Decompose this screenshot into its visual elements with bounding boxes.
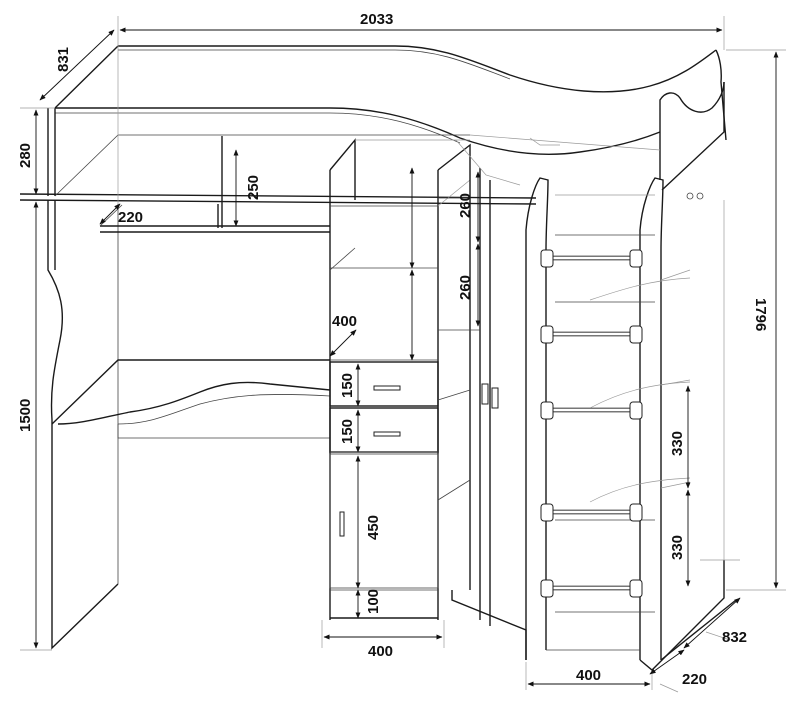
stair-section — [525, 177, 740, 671]
dim-stair-step-depth: 220 — [682, 671, 707, 688]
dimension-lines — [20, 16, 786, 693]
drawer-handle-icon — [373, 431, 401, 437]
wardrobe-handle-icon — [481, 383, 489, 405]
bed-frame — [19, 45, 727, 205]
ladder-rungs — [540, 249, 643, 598]
dimension-labels: 2033 831 280 250 220 1500 1796 400 150 1… — [17, 11, 769, 688]
dim-wardrobe-shelf: 260 — [457, 275, 474, 300]
dim-shelf-depth: 220 — [118, 209, 143, 226]
door-handle-icon — [339, 511, 345, 537]
wardrobe-handle-icon — [491, 387, 499, 409]
dim-door-height: 450 — [365, 515, 382, 540]
dim-total-height: 1796 — [752, 298, 769, 331]
wardrobe-section — [437, 139, 527, 660]
dim-drawer-2: 150 — [339, 419, 356, 444]
drawer-handle-icon — [373, 385, 401, 391]
dim-shelf-height: 250 — [245, 175, 262, 200]
dim-stair-depth: 400 — [576, 667, 601, 684]
dim-cabinet-depth: 400 — [332, 313, 357, 330]
dim-stair-length: 832 — [722, 629, 747, 646]
dim-total-width: 2033 — [360, 11, 393, 28]
dim-plinth: 100 — [365, 589, 382, 614]
dim-step-1: 330 — [669, 431, 686, 456]
drawer-cabinet — [329, 138, 471, 620]
dim-wardrobe-top: 260 — [457, 193, 474, 218]
dim-top-rail: 280 — [17, 143, 34, 168]
dim-lower-height: 1500 — [17, 399, 34, 432]
dim-step-2: 330 — [669, 535, 686, 560]
desk-section — [47, 135, 331, 650]
dim-cabinet-width: 400 — [368, 643, 393, 660]
dim-drawer-1: 150 — [339, 373, 356, 398]
dim-depth-top: 831 — [55, 47, 72, 72]
